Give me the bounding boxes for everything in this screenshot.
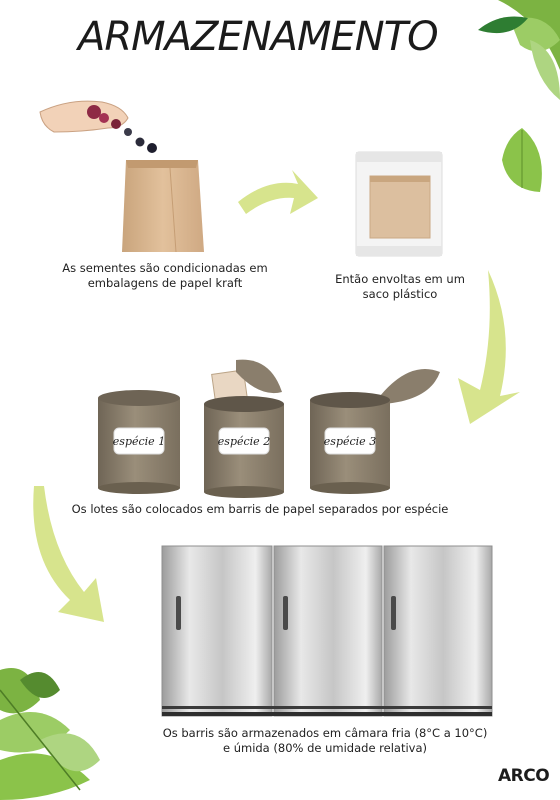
- cold-chamber-icon: [161, 545, 493, 717]
- caption-kraft: As sementes são condicionadas em embalag…: [62, 261, 268, 290]
- barrel-label-2: espécie 2: [218, 435, 270, 448]
- page-title: ARMAZENAMENTO: [78, 14, 439, 60]
- barrel-2-icon: [204, 359, 284, 498]
- kraft-bag-icon: [122, 160, 204, 253]
- leaf-cluster-bottom-left-icon: [0, 668, 100, 800]
- arrow-plastic-to-barrels-icon: [458, 270, 520, 424]
- leaf-cluster-top-right-icon: [478, 0, 560, 100]
- hand-with-seeds-icon: [39, 100, 157, 153]
- arrow-barrels-to-cold-room-icon: [33, 486, 104, 622]
- barrel-label-3: espécie 3: [324, 435, 376, 448]
- caption-cold-room: Os barris são armazenados em câmara fria…: [162, 726, 488, 755]
- caption-plastic: Então envoltas em um saco plástico: [335, 272, 465, 301]
- barrel-1-icon: [98, 390, 180, 494]
- barrel-3-icon: [310, 369, 440, 494]
- caption-barrels: Os lotes são colocados em barris de pape…: [71, 502, 449, 516]
- barrel-label-1: espécie 1: [113, 435, 165, 448]
- plastic-bag-icon: [355, 151, 443, 257]
- brand-logo: ARCO: [498, 766, 550, 786]
- arrow-kraft-to-plastic-icon: [238, 170, 318, 214]
